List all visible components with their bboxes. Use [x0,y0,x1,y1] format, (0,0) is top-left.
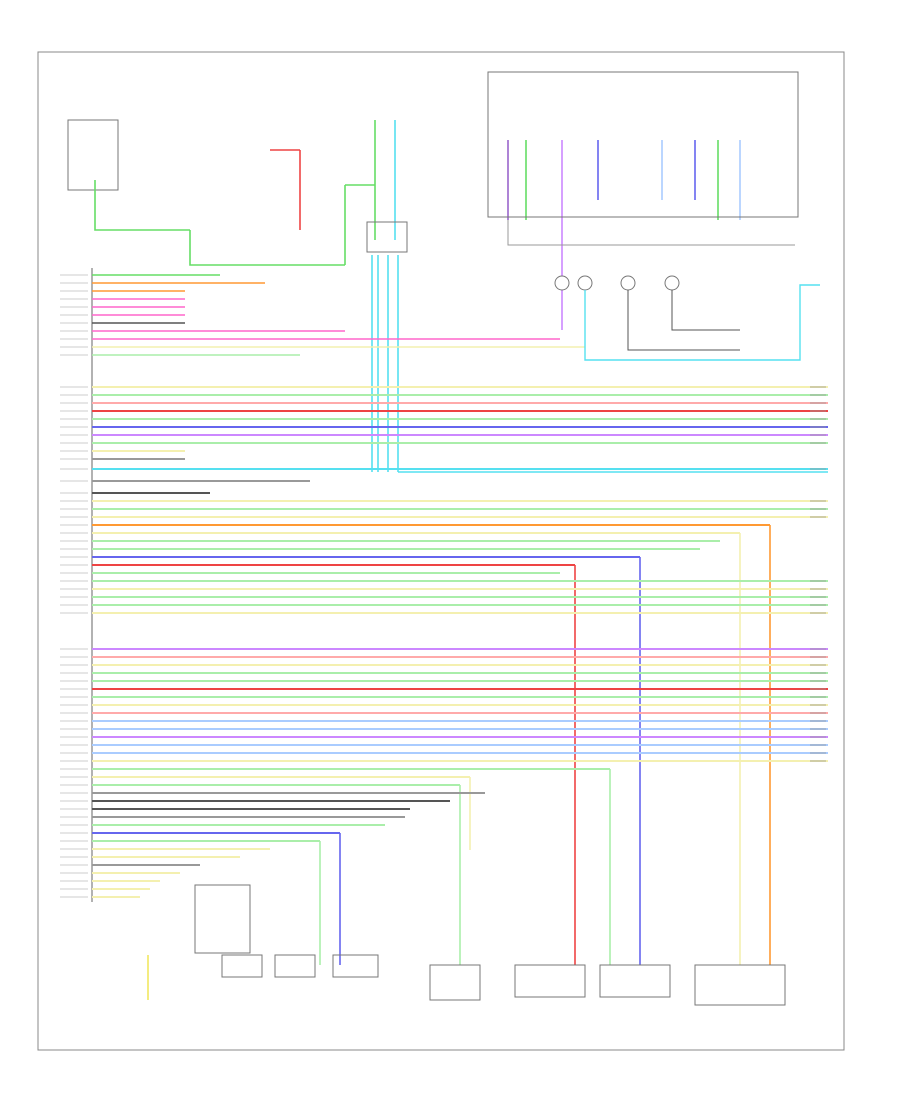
connector-0 [554,275,570,291]
connector-2 [620,275,636,291]
component-box-6 [332,954,379,978]
components [67,71,799,1006]
component-box-5 [274,954,316,978]
vertical-wires [299,120,771,965]
component-box-8 [514,964,586,998]
component-box-4 [221,954,263,978]
component-box-3 [194,884,251,954]
component-box-0 [67,119,119,191]
component-box-2 [366,221,408,253]
connector-1 [577,275,593,291]
top-left-switch-wiring [94,149,828,1000]
ecu-pin-wires [60,274,585,356]
component-box-10 [694,964,786,1006]
connector-3 [664,275,680,291]
connectors [554,275,680,291]
diagram-frame [37,51,845,1051]
ecu-bus-wires [60,386,828,898]
component-box-7 [429,964,481,1001]
component-box-1 [487,71,799,218]
component-box-9 [599,964,671,998]
